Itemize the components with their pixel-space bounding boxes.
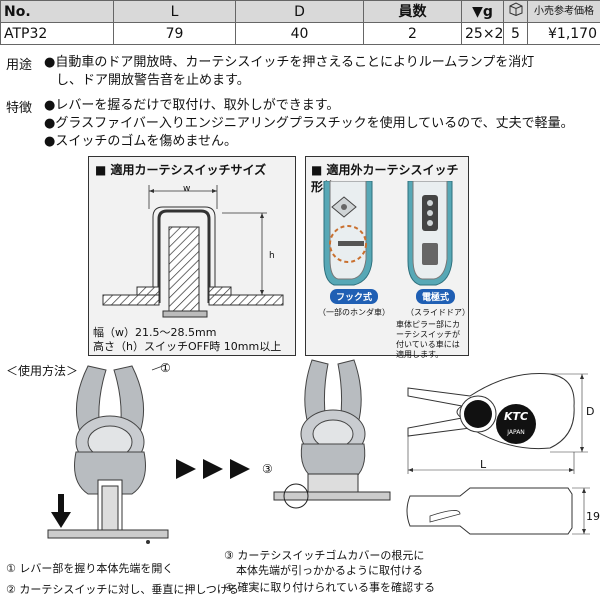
- ktc-logo: KTC JAPAN: [496, 404, 536, 444]
- package-icon: [509, 1, 522, 16]
- w-label: w: [183, 184, 191, 194]
- cell-d: 40: [235, 22, 364, 45]
- tool-step3-illustration: [273, 359, 391, 509]
- electrode-note: 車体ピラー部にカーテシスイッチが付いている車には適用します。: [396, 320, 460, 359]
- step-4: ④ 確実に取り付けられている事を確認する: [224, 581, 436, 594]
- electrode-type-badge: 電極式: [416, 289, 456, 304]
- ktc-logo-sub: JAPAN: [507, 429, 525, 436]
- cell-price: ¥1,170: [527, 22, 600, 45]
- usage-line-1: ●自動車のドア開放時、カーテシスイッチを押さえることによりルームランプを消灯: [44, 55, 535, 70]
- step-1: ① レバー部を握り本体先端を開く: [6, 562, 174, 575]
- ktc-logo-text: KTC: [503, 410, 529, 423]
- cell-l: 79: [113, 22, 236, 45]
- usage-line-2: し、ドア開放警告音を止めます。: [56, 73, 250, 88]
- cell-no: ATP32: [0, 22, 114, 45]
- tool-step1-illustration: [47, 363, 169, 544]
- feature-item-3: ●スイッチのゴムを傷めません。: [44, 134, 237, 149]
- usage-label: 用途: [6, 58, 33, 73]
- unsupported-switch-panel: ■ 適用外カーテシスイッチ形状 フック式 （一部のホンダ車） 電極式 （スライド…: [305, 156, 470, 359]
- header-package: [503, 0, 528, 23]
- step-3b: 本体先端が引っかかるように取付ける: [236, 564, 423, 577]
- cell-count: 2: [363, 22, 462, 45]
- next-step-arrows: [176, 459, 250, 479]
- switch-shapes-diagram: [323, 181, 453, 286]
- step-2: ② カーテシスイッチに対し、垂直に押しつける: [6, 583, 239, 596]
- hook-type-caption: （一部のホンダ車）: [318, 308, 390, 317]
- howto-title: ＜使用方法＞: [6, 364, 79, 378]
- features-label: 特徴: [6, 101, 33, 116]
- header-l: L: [113, 0, 236, 23]
- switch-size-panel: ■ 適用カーテシスイッチサイズ w h 幅（w）21.5～28: [88, 156, 296, 356]
- feature-item-2: ●グラスファイバー入りエンジニアリングプラスチックを使用しているので、丈夫で軽量…: [44, 116, 574, 131]
- width-note: 幅（w）21.5～28.5mm: [93, 326, 217, 339]
- header-weight: ▼g: [461, 0, 504, 23]
- dim-d-label: D: [586, 405, 595, 418]
- cell-package: 5: [503, 22, 528, 45]
- h-label: h: [269, 251, 275, 261]
- electrode-type-caption: （スライドドア）: [406, 308, 470, 317]
- step-callout-3: ③: [262, 462, 273, 476]
- dim-19-label: 19: [586, 510, 600, 523]
- header-d: D: [235, 0, 364, 23]
- dim-l-label: L: [480, 458, 487, 471]
- switch-size-title: ■ 適用カーテシスイッチサイズ: [95, 163, 267, 177]
- header-count: 員数: [363, 0, 462, 23]
- step-callout-1: ①: [160, 361, 171, 375]
- feature-item-1: ●レバーを握るだけで取付け、取外しができます。: [44, 98, 340, 113]
- cell-weight: 25×2: [461, 22, 504, 45]
- tool-dimension-drawing: [406, 373, 590, 535]
- step-3a: ③ カーテシスイッチゴムカバーの根元に: [224, 549, 425, 562]
- header-price: 小売参考価格: [527, 0, 600, 23]
- spec-table-header: No. L D 員数 ▼g 小売参考価格: [0, 0, 600, 23]
- height-note: 高さ（h）スイッチOFF時 10mm以上: [93, 340, 282, 353]
- switch-size-diagram: [102, 185, 284, 318]
- spec-table-row: ATP32 79 40 2 25×2 5 ¥1,170: [0, 22, 600, 45]
- spec-table: No. L D 員数 ▼g 小売参考価格 ATP32 79 40 2 25×2 …: [0, 0, 600, 45]
- header-no: No.: [0, 0, 114, 23]
- hook-type-badge: フック式: [330, 289, 379, 304]
